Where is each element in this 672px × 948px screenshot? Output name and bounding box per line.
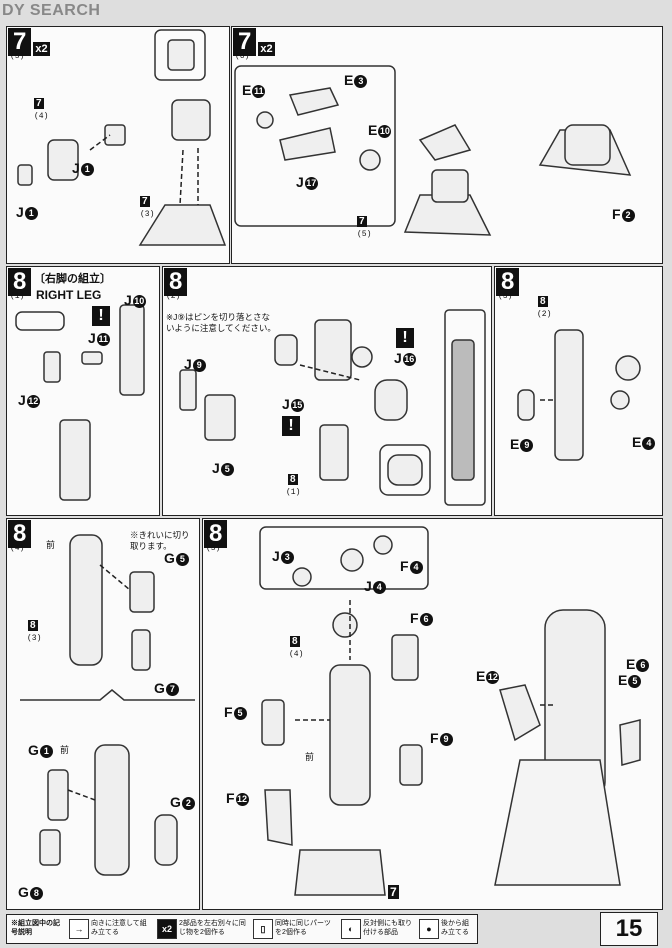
later-icon: ●: [419, 919, 439, 939]
ref-step-sub: (3): [27, 634, 42, 643]
cut-note: ※きれいに切り取ります。: [130, 530, 190, 551]
mirror-icon: ◐: [341, 919, 361, 939]
ref-step-box: 7: [140, 196, 150, 207]
step-7-5-header: 7 x2: [8, 28, 50, 56]
step-7-6-header: 7 x2: [233, 28, 275, 56]
legend-later: 後から組み立てる: [441, 920, 469, 936]
ref-step-box: 8: [538, 296, 548, 307]
ref-step-box: 7: [34, 98, 44, 109]
step-number: 7: [233, 28, 257, 56]
front-label: 前: [46, 540, 56, 550]
symbol-legend: ※組立図中の記号説明 → 向きに注意して組み立てる x2 2部品を左右別々に同じ…: [6, 914, 478, 944]
step-sub-number: (5): [10, 52, 25, 61]
legend-title: ※組立図中の記号説明: [11, 920, 60, 936]
caution-icon: !: [282, 416, 300, 436]
section-title-en: RIGHT LEG: [36, 288, 102, 302]
step-sub-number: (3): [498, 292, 513, 301]
ref-step-sub: (1): [286, 488, 301, 497]
step-sub-number: (1): [10, 292, 25, 301]
watermark-logo: DY SEARCH: [2, 2, 101, 19]
caution-icon: !: [92, 306, 110, 326]
step-number: 8: [164, 268, 188, 296]
times-two-icon: x2: [157, 919, 177, 939]
caution-icon: !: [396, 328, 414, 348]
step-number: 8: [204, 520, 228, 548]
legend-opposite-side: 反対側にも取り付ける部品: [363, 920, 412, 936]
legend-same-parts: 同時に同じパーツを2個作る: [275, 920, 331, 936]
step-8-4-header: 8: [8, 520, 32, 548]
step-number: 8: [496, 268, 520, 296]
duplicate-icon: ▯: [253, 919, 273, 939]
ref-step-box: 7: [357, 216, 367, 227]
ref-step-box: 8: [290, 636, 300, 647]
step-sub-number: (2): [166, 292, 181, 301]
front-label: 前: [305, 752, 315, 762]
section-title-jp: 〔右脚の組立〕: [34, 273, 111, 285]
step-8-5-header: 8: [204, 520, 228, 548]
ref-step-sub: (4): [289, 650, 304, 659]
front-label: 前: [60, 745, 70, 755]
step-number: 8: [8, 520, 32, 548]
ref-step-sub: (5): [357, 230, 372, 239]
ref-step-box: 7: [388, 885, 399, 899]
ref-step-sub: (4): [34, 112, 49, 121]
ref-step-box: 8: [288, 474, 298, 485]
step-sub-number: (6): [235, 52, 250, 61]
step-8-2-header: 8: [164, 268, 188, 296]
ref-step-sub: (2): [537, 310, 552, 319]
ref-step-sub: (3): [140, 210, 155, 219]
step-8-1-header: 8: [8, 268, 32, 296]
step-number: 7: [8, 28, 32, 56]
page-number: 15: [600, 912, 658, 946]
caution-note: ※J⑨はピンを切り落とさないように注意してください。: [166, 312, 276, 333]
times-two-badge: x2: [33, 42, 50, 56]
ref-step-box: 8: [28, 620, 38, 631]
step-number: 8: [8, 268, 32, 296]
legend-make-two: 2部品を左右別々に同じ物を2個作る: [179, 920, 246, 936]
legend-orientation: 向きに注意して組み立てる: [91, 920, 147, 936]
step-8-3-header: 8: [496, 268, 520, 296]
direction-icon: →: [69, 919, 89, 939]
step-sub-number: (4): [10, 544, 25, 553]
step-sub-number: (5): [206, 544, 221, 553]
times-two-badge: x2: [258, 42, 275, 56]
